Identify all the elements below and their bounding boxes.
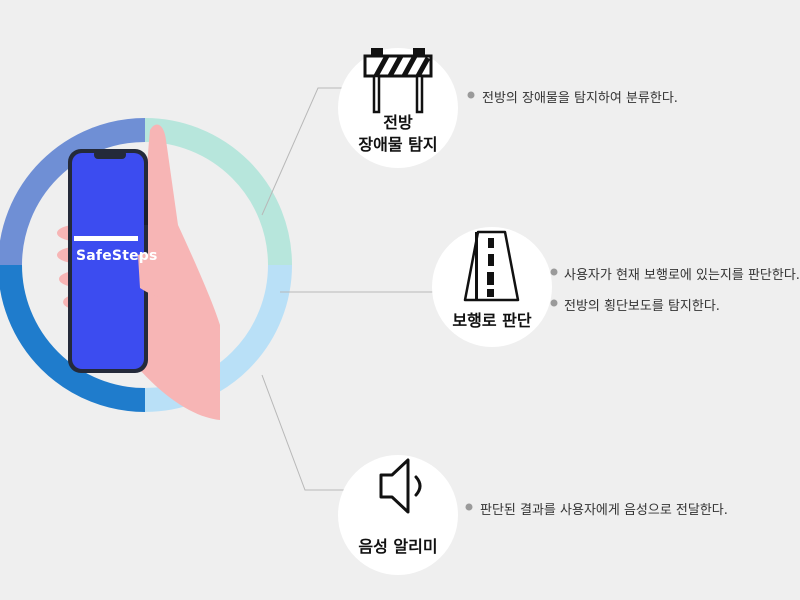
feature-title-walkway: 보행로 판단 (422, 310, 562, 332)
feature-desc-walkway-2: 전방의 횡단보도를 탐지한다. (564, 299, 720, 314)
connector-line-3 (261, 374, 362, 491)
phone-illustration (68, 149, 148, 373)
feature-circle-voice (338, 455, 458, 575)
feature-desc-obstacle: 전방의 장애물을 탐지하여 분류한다. (482, 91, 678, 106)
feature-title-voice-line1: 음성 알리미 (358, 537, 438, 556)
bullet-1 (467, 91, 475, 99)
feature-circle-obstacle (338, 48, 458, 168)
bullet-2 (550, 268, 558, 276)
feature-title-obstacle-line2: 장애물 탐지 (358, 135, 438, 154)
feature-title-walkway-line1: 보행로 판단 (452, 311, 532, 330)
speaker-icon (379, 458, 422, 514)
feature-desc-walkway-1: 사용자가 현재 보행로에 있는지를 판단한다. (564, 268, 800, 283)
feature-desc-voice: 판단된 결과를 사용자에게 음성으로 전달한다. (480, 503, 728, 518)
feature-title-obstacle-line1: 전방 (383, 113, 413, 132)
road-icon (463, 230, 520, 302)
bullet-3 (550, 299, 558, 307)
feature-title-obstacle: 전방 장애물 탐지 (328, 112, 468, 156)
ring-segment-bottom-left (0, 264, 146, 412)
phone-app-name: SafeSteps (76, 248, 158, 264)
feature-title-voice: 음성 알리미 (328, 536, 468, 558)
barrier-icon (363, 48, 433, 114)
ring-segment-top-left (0, 118, 146, 266)
ring-segment-top-right (144, 118, 292, 266)
thumb-illustration (138, 253, 180, 301)
bullet-4 (465, 503, 473, 511)
